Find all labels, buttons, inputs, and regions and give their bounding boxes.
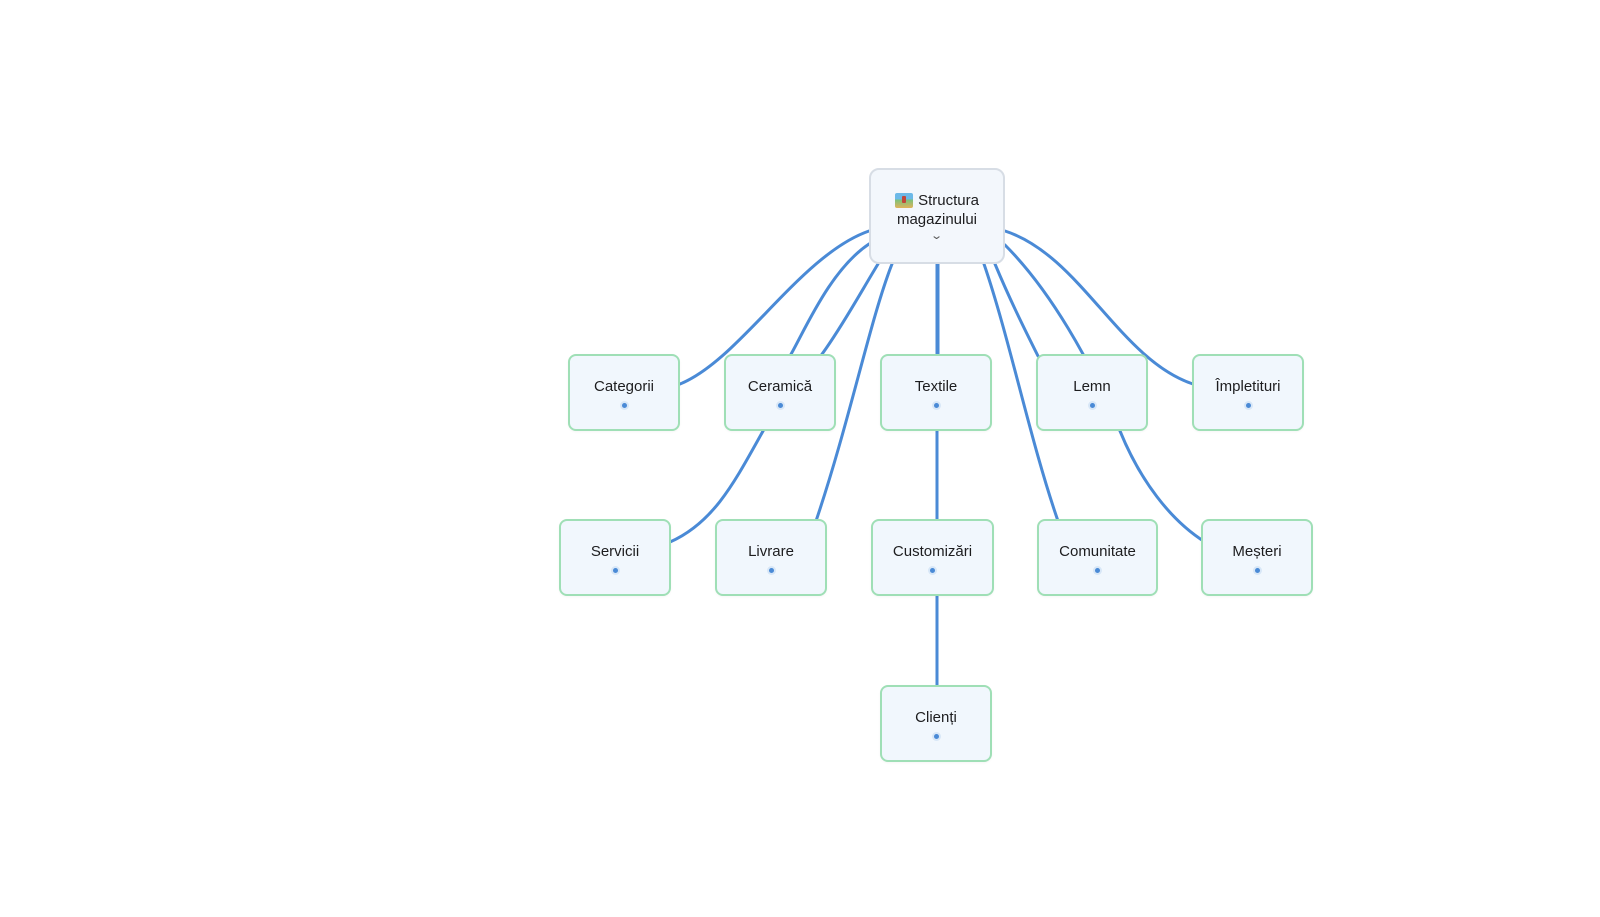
node-handle-dot[interactable] <box>768 568 774 573</box>
node-handle-dot[interactable] <box>1089 403 1095 408</box>
node-textile[interactable]: Textile <box>880 354 992 431</box>
world-map-icon <box>895 192 914 208</box>
node-lemn[interactable]: Lemn <box>1036 354 1148 431</box>
root-title-line2: magazinului <box>896 210 978 228</box>
node-label: Categorii <box>593 378 655 395</box>
node-handle-dot[interactable] <box>777 403 783 408</box>
node-comunitate[interactable]: Comunitate <box>1037 519 1158 596</box>
node-label: Servicii <box>590 543 640 560</box>
node-label: Lemn <box>1073 378 1111 395</box>
node-label: Ceramică <box>747 378 813 395</box>
node-label: Împletituri <box>1215 378 1281 395</box>
node-ceramica[interactable]: Ceramică <box>724 354 836 431</box>
node-handle-dot[interactable] <box>933 734 939 739</box>
node-handle-dot[interactable] <box>930 568 935 573</box>
node-customizari[interactable]: Customizări <box>871 519 994 596</box>
node-servicii[interactable]: Servicii <box>559 519 671 596</box>
node-impletituri[interactable]: Împletituri <box>1192 354 1304 431</box>
root-title-line1: Structura <box>918 191 979 209</box>
node-handle-dot[interactable] <box>933 403 939 408</box>
root-title-row: Structura <box>895 191 979 210</box>
node-handle-dot[interactable] <box>621 403 627 408</box>
chevron-down-icon[interactable]: ⌄ <box>930 229 944 242</box>
node-label: Meșteri <box>1232 543 1282 560</box>
node-label: Customizări <box>892 543 973 560</box>
node-handle-dot[interactable] <box>1245 403 1251 408</box>
node-label: Clienți <box>915 709 957 726</box>
node-handle-dot[interactable] <box>612 568 618 573</box>
node-clienti[interactable]: Clienți <box>880 685 992 762</box>
root-node[interactable]: Structura magazinului ⌄ <box>869 168 1005 264</box>
node-label: Livrare <box>748 543 794 560</box>
node-handle-dot[interactable] <box>1254 568 1260 573</box>
node-mesteri[interactable]: Meșteri <box>1201 519 1313 596</box>
node-label: Comunitate <box>1059 543 1136 560</box>
node-livrare[interactable]: Livrare <box>715 519 827 596</box>
edge-lemn <box>993 262 1040 358</box>
edge-ceramica <box>788 242 871 358</box>
node-handle-dot[interactable] <box>1095 568 1100 573</box>
node-label: Textile <box>914 378 958 395</box>
node-categorii[interactable]: Categorii <box>568 354 680 431</box>
